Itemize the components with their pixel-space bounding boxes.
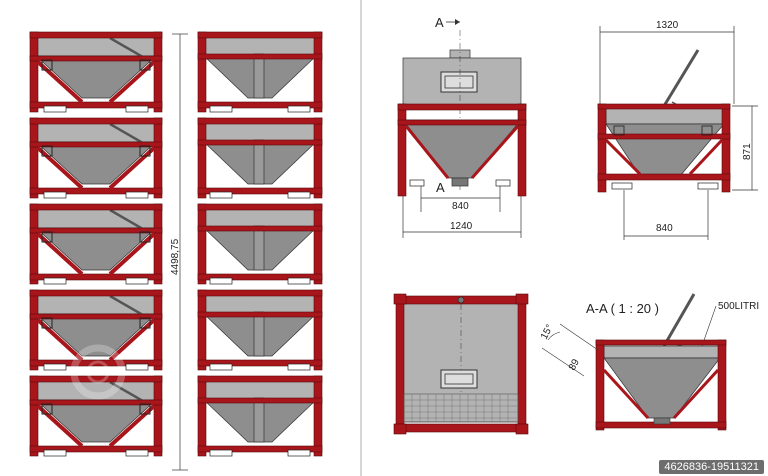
front-dim-outer: 1240 bbox=[450, 221, 473, 232]
section-title: A-A ( 1 : 20 ) bbox=[586, 301, 659, 316]
front-dim-inner: 840 bbox=[452, 201, 469, 212]
stacked-tanks-left bbox=[28, 30, 164, 458]
section-marker-top: A bbox=[435, 15, 444, 30]
side-dim-width: 1320 bbox=[656, 20, 679, 31]
side-dim-bottom: 840 bbox=[656, 223, 673, 234]
front-view: A A 840 1240 bbox=[397, 15, 527, 238]
side-view: 1320 871 840 bbox=[597, 20, 758, 240]
capacity-label: 500LITRI bbox=[718, 301, 759, 312]
section-marker-bottom: A bbox=[436, 180, 445, 195]
gear-watermark-icon bbox=[70, 344, 126, 400]
section-offset: 89 bbox=[567, 357, 582, 372]
stack-height-label: 4498,75 bbox=[170, 238, 181, 275]
stacked-tanks-right bbox=[197, 31, 323, 457]
section-view: A-A ( 1 : 20 ) 500LITRI 15° 89 bbox=[539, 293, 759, 431]
section-angle: 15° bbox=[539, 323, 556, 342]
stack-height-dimension: 4498,75 bbox=[170, 33, 188, 471]
image-id-badge: 4626836-19511321 bbox=[659, 460, 764, 474]
plan-view bbox=[393, 293, 529, 435]
side-dim-height: 871 bbox=[742, 143, 753, 160]
